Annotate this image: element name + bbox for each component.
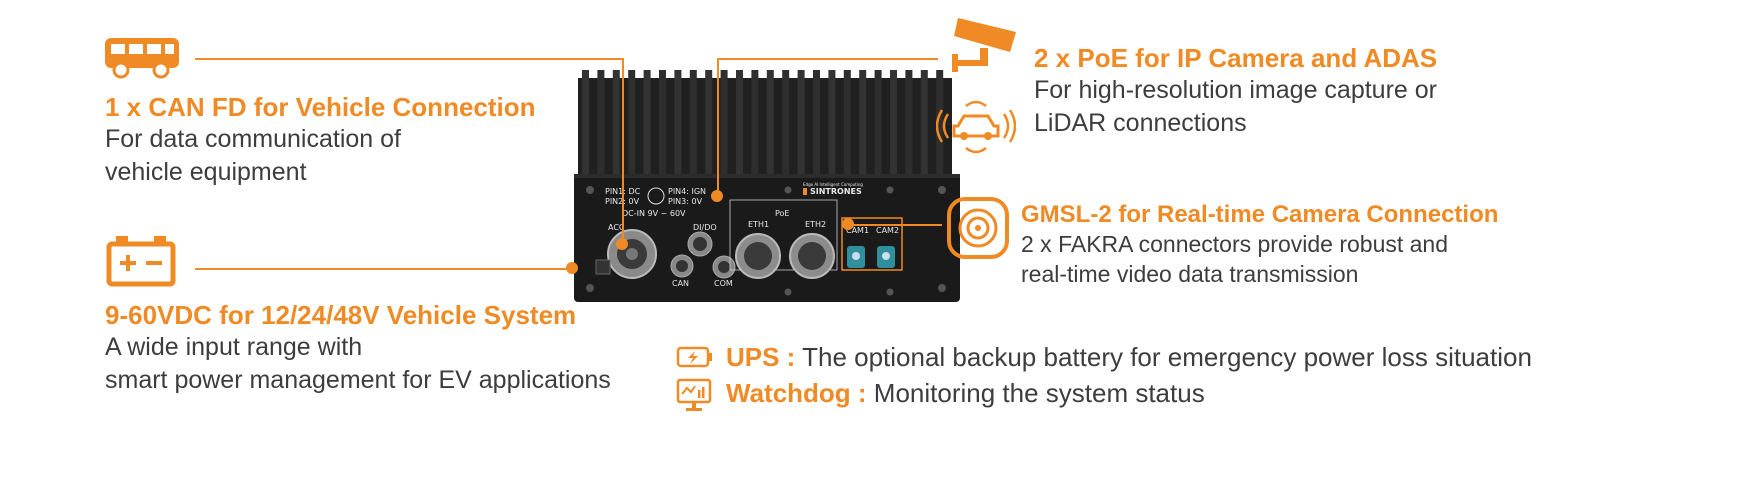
dcin-label: DC-IN 9V ~ 60V bbox=[622, 209, 686, 218]
ups-row: UPS : The optional backup battery for em… bbox=[726, 341, 1532, 373]
can-port-label: CAN bbox=[672, 279, 689, 288]
cam2-label: CAM2 bbox=[876, 226, 899, 235]
bus-icon bbox=[105, 38, 179, 79]
device-tagline: Edge AI Intelligent Computing bbox=[803, 182, 863, 187]
heatsink-fin bbox=[874, 70, 882, 174]
heatsink-fin bbox=[628, 70, 636, 174]
camera-lens-icon bbox=[947, 197, 1009, 259]
device-brand: SINTRONES bbox=[810, 187, 862, 196]
eth1-label: ETH1 bbox=[748, 220, 769, 229]
acc-label: ACC bbox=[608, 223, 625, 232]
heatsink-fin bbox=[689, 70, 697, 174]
ups-label: UPS : bbox=[726, 342, 796, 372]
gmsl-leader-line bbox=[850, 224, 942, 226]
battery-icon bbox=[106, 236, 176, 287]
can-leader-line-h bbox=[195, 58, 623, 60]
heatsink-fin bbox=[643, 70, 651, 174]
lidar-car-icon bbox=[936, 100, 1016, 154]
power-feature-title: 9-60VDC for 12/24/48V Vehicle System bbox=[105, 300, 577, 330]
heatsink-fin bbox=[813, 70, 820, 174]
poe-feature-title: 2 x PoE for IP Camera and ADAS bbox=[1034, 43, 1438, 73]
heatsink-fin bbox=[782, 70, 790, 174]
can-feature-desc: For data communication of vehicle equipm… bbox=[105, 123, 401, 189]
can-desc-line-1: For data communication of bbox=[105, 125, 401, 153]
vehicle-computer-image: PIN1: DC PIN2: 0V PIN4: IGN PIN3: 0V DC-… bbox=[574, 70, 960, 302]
monitor-chart-icon bbox=[676, 378, 712, 411]
heatsink-fin bbox=[582, 70, 589, 174]
heatsink-fin bbox=[674, 70, 682, 174]
ups-text: The optional backup battery for emergenc… bbox=[795, 342, 1532, 372]
poe-leader-line-h bbox=[718, 58, 938, 60]
gmsl-desc-line-1: 2 x FAKRA connectors provide robust and bbox=[1021, 231, 1449, 257]
heatsink-fins bbox=[582, 70, 944, 174]
gmsl-desc-line-2: real-time video data transmission bbox=[1021, 261, 1359, 287]
com-port-label: COM bbox=[714, 279, 733, 288]
gmsl-feature-desc: 2 x FAKRA connectors provide robust and … bbox=[1021, 229, 1448, 289]
poe-desc-line-2: LiDAR connections bbox=[1034, 109, 1247, 137]
heatsink-fin bbox=[766, 70, 774, 174]
power-desc-line-2: smart power management for EV applicatio… bbox=[105, 366, 611, 394]
heatsink-fin bbox=[705, 70, 713, 174]
heatsink-fin bbox=[612, 70, 620, 174]
heatsink-fin bbox=[920, 70, 928, 174]
heatsink-fin bbox=[659, 70, 666, 174]
power-desc-line-1: A wide input range with bbox=[105, 333, 363, 361]
poe-feature-desc: For high-resolution image capture or LiD… bbox=[1034, 74, 1437, 140]
gmsl-feature-title: GMSL-2 for Real-time Camera Connection bbox=[1021, 201, 1499, 228]
heatsink bbox=[578, 78, 952, 176]
heatsink-fin bbox=[736, 70, 743, 174]
watchdog-row: Watchdog : Monitoring the system status bbox=[726, 377, 1205, 409]
poe-leader-line-v bbox=[717, 58, 719, 196]
poe-desc-line-1: For high-resolution image capture or bbox=[1034, 76, 1437, 104]
watchdog-text: Monitoring the system status bbox=[866, 378, 1205, 408]
heatsink-fin bbox=[597, 70, 605, 174]
battery-charging-icon bbox=[676, 346, 712, 368]
dido-label: DI/DO bbox=[693, 223, 717, 232]
heatsink-fin bbox=[859, 70, 867, 174]
heatsink-fin bbox=[751, 70, 759, 174]
pin4-label: PIN4: IGN bbox=[668, 187, 706, 196]
heatsink-fin bbox=[905, 70, 913, 174]
poe-port-label: PoE bbox=[775, 209, 790, 218]
can-leader-line-v bbox=[622, 58, 624, 244]
heatsink-fin bbox=[797, 70, 805, 174]
pin3-label: PIN3: 0V bbox=[668, 197, 703, 206]
eth2-label: ETH2 bbox=[805, 220, 826, 229]
power-leader-line bbox=[195, 268, 573, 270]
heatsink-fin bbox=[720, 70, 728, 174]
can-desc-line-2: vehicle equipment bbox=[105, 158, 307, 186]
heatsink-fin bbox=[828, 70, 836, 174]
security-camera-icon bbox=[952, 18, 1016, 72]
cam1-label: CAM1 bbox=[846, 226, 869, 235]
heatsink-fin bbox=[890, 70, 897, 174]
heatsink-fin bbox=[936, 70, 944, 174]
can-feature-title: 1 x CAN FD for Vehicle Connection bbox=[105, 92, 536, 122]
heatsink-fin bbox=[843, 70, 851, 174]
power-feature-desc: A wide input range with smart power mana… bbox=[105, 331, 611, 397]
watchdog-label: Watchdog : bbox=[726, 378, 867, 408]
